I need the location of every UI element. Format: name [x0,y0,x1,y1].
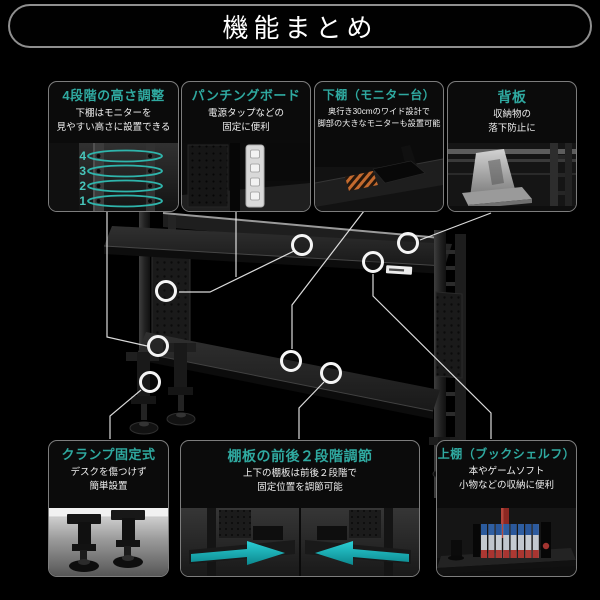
marker-depth-adjust [320,362,342,384]
card-title: 下棚（モニター台） [322,88,436,102]
marker-back-panel [397,232,419,254]
right-pegboard-panel [435,291,463,379]
card-body: デスクを傷つけず 簡単設置 [70,466,147,492]
game-case-spines [481,524,539,558]
photo-bookshelf [437,508,576,576]
photo-depth-arrows [181,508,419,576]
card-body: 上下の棚板は前後２段階で 固定位置を調節可能 [242,468,357,493]
feature-markers [139,232,419,393]
connector-lines [106,210,492,439]
left-clamp-front [126,352,159,435]
card-pegboard: パンチングボード 電源タップなどの 固定に便利 [181,81,311,212]
card-clamp: クランプ固定式 デスクを傷つけず 簡単設置 [48,440,169,577]
card-title: クランプ固定式 [61,447,156,462]
photo-clamps [49,508,168,576]
card-body: 奥行き30cmのワイド設計で 脚部の大きなモニターも設置可能 [317,106,441,128]
card-title: パンチングボード [191,88,301,103]
marker-lower-shelf [280,350,302,372]
clamp-graphic-1 [67,514,101,572]
marker-pegboard [155,280,177,302]
card-lower-shelf: 下棚（モニター台） 奥行き30cmのワイド設計で 脚部の大きなモニターも設置可能 [314,81,444,212]
card-body: 本やゲームソフト 小物などの収納に便利 [458,465,554,491]
card-back-panel: 背板 収納物の 落下防止に [447,81,577,212]
card-title: 4段階の高さ調整 [62,88,165,103]
photo-monitor-base [315,143,443,211]
level-label-3: 3 [79,164,86,178]
card-body: 下棚はモニターを 見やすい高さに設置できる [56,107,171,133]
card-title: 上棚（ブックシェルフ） [437,447,576,461]
card-height-adjust: 4段階の高さ調整 下棚はモニターを 見やすい高さに設置できる [48,81,179,212]
level-label-1: 1 [79,194,86,208]
level-label-4: 4 [79,149,86,163]
arrow-left-icon [315,541,409,565]
level-label-2: 2 [79,179,86,193]
photo-back-panel-stand [448,143,576,211]
card-shelf-depth-adjust: 棚板の前後２段階調節 上下の棚板は前後２段階で 固定位置を調節可能 [180,440,420,577]
brand-label [385,265,413,275]
card-body: 電源タップなどの 固定に便利 [207,107,284,133]
marker-top-shelf-left [291,234,313,256]
right-rear-post [455,234,466,526]
marker-upper-shelf [362,251,384,273]
photo-power-strip [182,143,310,211]
card-upper-shelf: 上棚（ブックシェルフ） 本やゲームソフト 小物などの収納に便利 [436,440,577,577]
marker-height-adjust [147,335,169,357]
card-title: 背板 [497,89,527,105]
marker-clamp [139,371,161,393]
card-body: 収納物の 落下防止に [488,109,536,134]
left-front-post [139,206,150,368]
photo-height-levels: 4 3 2 1 [49,143,178,211]
card-title: 棚板の前後２段階調節 [227,448,373,464]
page-title: 機能まとめ [222,12,378,43]
header-banner: 機能まとめ [8,4,592,48]
arrow-right-icon [191,541,285,565]
right-ladder-rungs [446,250,455,416]
clamp-graphic-2 [111,510,145,568]
